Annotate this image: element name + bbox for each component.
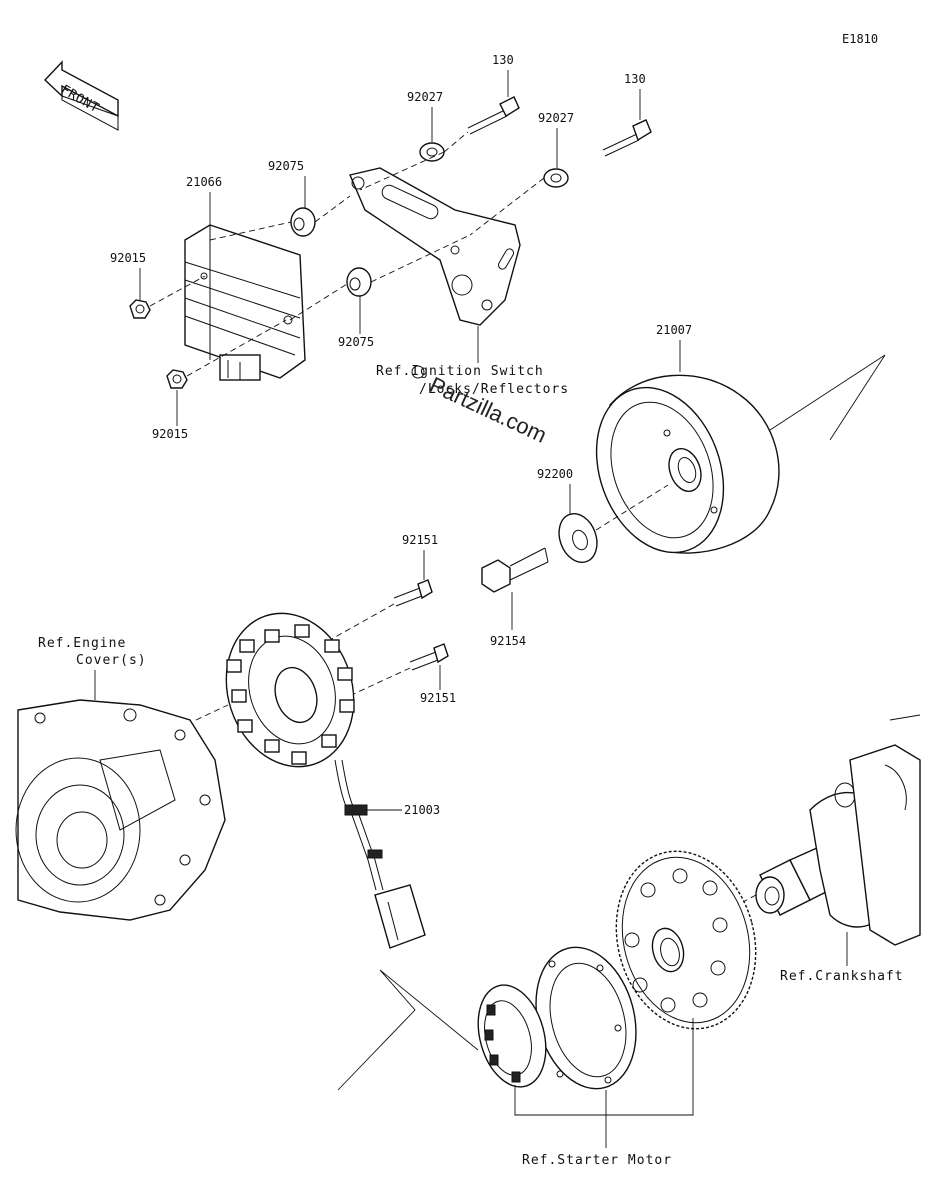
part-21066-label[interactable]: 21066 — [186, 175, 222, 189]
nut-92015-b-icon — [166, 319, 287, 389]
ref-engine-line2[interactable]: Cover(s) — [76, 653, 147, 668]
grommet-92075-b-icon — [346, 267, 372, 297]
part-21003-label[interactable]: 21003 — [404, 803, 440, 817]
collar-92027-a-icon — [419, 131, 469, 162]
part-130-a-label[interactable]: 130 — [492, 53, 514, 67]
engine-cover-icon — [15, 699, 229, 921]
ref-engine-line1[interactable]: Ref.Engine — [38, 636, 126, 651]
part-92075-a-label[interactable]: 92075 — [268, 159, 304, 173]
bolt-92151-b-icon — [344, 643, 449, 699]
stator-21003-icon — [225, 612, 426, 949]
collar-92027-b-icon — [543, 168, 569, 188]
regulator-21066-icon — [184, 221, 348, 381]
part-92027-b-label[interactable]: 92027 — [538, 111, 574, 125]
part-92015-a-label[interactable]: 92015 — [110, 251, 146, 265]
part-92151-b-label[interactable]: 92151 — [420, 691, 456, 705]
flywheel-21007-icon — [595, 354, 886, 554]
starter-gear-icon — [615, 850, 757, 1030]
ref-ignition-line2[interactable]: /Locks/Reflectors — [419, 382, 569, 397]
part-92015-b-label[interactable]: 92015 — [152, 427, 188, 441]
part-92154-label[interactable]: 92154 — [490, 634, 526, 648]
part-92151-a-label[interactable]: 92151 — [402, 533, 438, 547]
front-arrow-icon: FRONT — [44, 60, 119, 131]
part-21007-label[interactable]: 21007 — [656, 323, 692, 337]
bracket-icon — [349, 151, 545, 326]
ref-starter-motor[interactable]: Ref.Starter Motor — [522, 1153, 672, 1168]
part-92200-label[interactable]: 92200 — [537, 467, 573, 481]
one-way-clutch-icon — [337, 969, 547, 1091]
part-130-b-label[interactable]: 130 — [624, 72, 646, 86]
grommet-92075-a-icon — [290, 207, 316, 237]
bolt-130-b-icon — [602, 119, 652, 157]
bolt-130-a-icon — [467, 96, 520, 135]
part-92075-b-label[interactable]: 92075 — [338, 335, 374, 349]
bolt-92151-a-icon — [329, 579, 433, 641]
ref-ignition-line1[interactable]: Ref.Ignition Switch — [376, 364, 544, 379]
ref-crankshaft[interactable]: Ref.Crankshaft — [780, 969, 904, 984]
bolt-92154-icon — [481, 547, 549, 593]
washer-92200-icon — [558, 484, 669, 563]
crankshaft-icon — [699, 714, 921, 946]
nut-92015-a-icon — [129, 275, 206, 319]
diagram-code: E1810 — [842, 32, 878, 46]
part-92027-a-label[interactable]: 92027 — [407, 90, 443, 104]
